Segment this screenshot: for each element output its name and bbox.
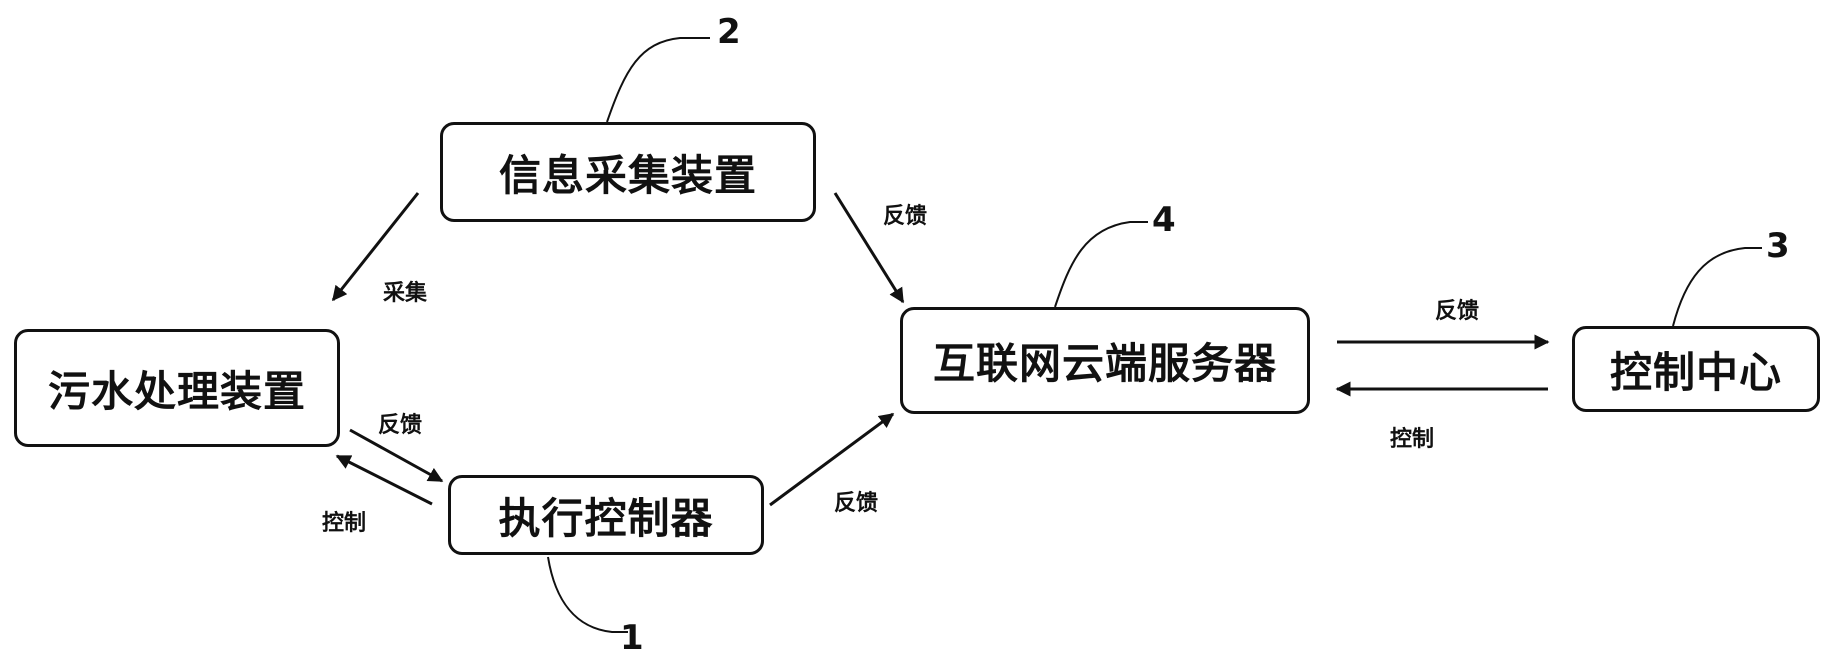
node-actuator-controller: 执行控制器 <box>448 475 764 555</box>
node-sewage-treatment: 污水处理装置 <box>14 329 340 447</box>
label-cloud-to-center-feedback: 反馈 <box>1435 299 1480 324</box>
leader-line-2 <box>606 37 710 123</box>
label-sewage-to-actuator-feedback: 反馈 <box>378 413 423 438</box>
leader-line-4 <box>1054 221 1148 308</box>
ref-number-3: 3 <box>1766 226 1790 266</box>
ref-number-1: 1 <box>620 618 644 658</box>
arrow-actuator-to-cloud <box>769 412 895 507</box>
ref-number-2: 2 <box>717 12 741 52</box>
arrow-collect <box>331 192 420 302</box>
node-control-center: 控制中心 <box>1572 326 1820 412</box>
label-info-to-cloud-feedback: 反馈 <box>883 204 928 229</box>
arrow-sewage-to-actuator <box>349 428 444 483</box>
label-actuator-to-cloud-feedback: 反馈 <box>834 491 879 516</box>
node-cloud-server: 互联网云端服务器 <box>900 307 1310 414</box>
label-actuator-to-sewage-control: 控制 <box>322 511 367 536</box>
leader-line-1 <box>547 556 628 633</box>
arrow-actuator-to-sewage <box>335 454 433 506</box>
leader-line-3 <box>1672 247 1762 327</box>
arrow-info-to-cloud <box>833 192 905 304</box>
ref-number-4: 4 <box>1152 200 1176 240</box>
label-collect: 采集 <box>383 281 428 306</box>
label-center-to-cloud-control: 控制 <box>1390 427 1435 452</box>
node-info-collection: 信息采集装置 <box>440 122 816 222</box>
